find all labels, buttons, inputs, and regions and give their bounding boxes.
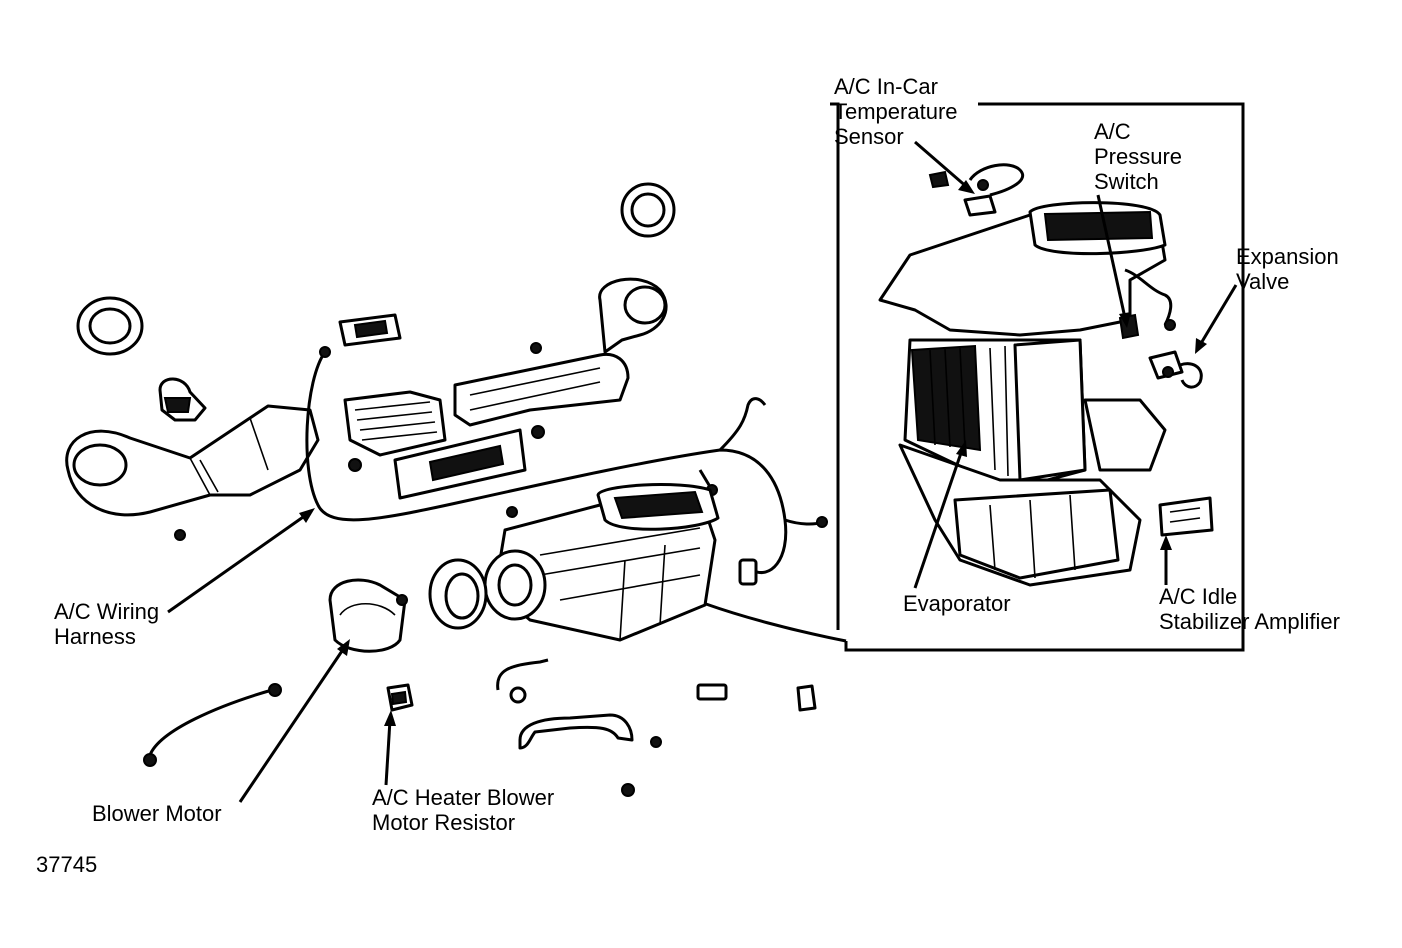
screws [174, 342, 662, 797]
small-hose [496, 658, 549, 704]
label-line: Harness [54, 624, 136, 649]
label-line: Switch [1094, 169, 1159, 194]
leader-pressure-switch [1096, 194, 1131, 328]
label-line: A/C Idle [1159, 584, 1238, 609]
label-line: Evaporator [903, 591, 1011, 616]
label-line: Valve [1236, 269, 1290, 294]
left-clip [158, 377, 207, 422]
control-module [343, 390, 447, 457]
label-line: A/C In-Car [834, 74, 938, 99]
small-sensor-plate [338, 313, 402, 347]
blower-resistor-part [386, 683, 414, 712]
label-wiring-harness: A/C Wiring Harness [54, 599, 159, 649]
label-blower-motor: Blower Motor [92, 801, 222, 826]
leader-expansion-valve [1195, 284, 1238, 354]
mounting-bracket [518, 713, 634, 750]
small-sensor [796, 684, 817, 712]
leader-idle-amplifier [1160, 535, 1172, 585]
in-car-sensor-part [928, 163, 1024, 217]
label-line: Stabilizer Amplifier [1159, 609, 1340, 634]
blower-ring [428, 558, 488, 630]
expansion-valve-part [1148, 350, 1203, 389]
label-line: A/C Heater Blower [372, 785, 555, 810]
label-in-car-temperature-sensor: A/C In-Car Temperature Sensor [834, 74, 958, 149]
idle-amplifier-part [1158, 496, 1214, 537]
vent-grille [393, 428, 527, 500]
label-blower-motor-resistor: A/C Heater Blower Motor Resistor [372, 785, 554, 835]
label-line: Sensor [834, 124, 904, 149]
label-line: A/C Wiring [54, 599, 160, 624]
leader-evaporator [913, 440, 967, 589]
left-outlet-ring [76, 296, 144, 356]
evaporator-case [878, 201, 1167, 587]
small-connector [696, 683, 728, 701]
leader-in-car-sensor [914, 140, 975, 194]
label-line: A/C [1094, 119, 1131, 144]
wiring-harness [305, 346, 828, 586]
upper-duct [453, 277, 668, 427]
leader-blower-motor [238, 639, 350, 803]
label-pressure-switch: A/C Pressure Switch [1094, 119, 1182, 194]
label-line: Motor Resistor [372, 810, 516, 835]
detail-inset-frame [705, 102, 1245, 652]
figure-number: 37745 [36, 852, 98, 877]
blower-motor-lead [143, 683, 282, 767]
label-line: Expansion [1236, 244, 1339, 269]
label-line: Pressure [1094, 144, 1183, 169]
leader-blower-resistor [384, 710, 396, 786]
center-outlet-ring [620, 182, 676, 238]
leader-wiring-harness [167, 508, 315, 614]
label-line: Blower Motor [92, 801, 222, 826]
left-air-duct [65, 404, 320, 517]
label-line: Temperature [834, 99, 958, 124]
heater-case [483, 483, 720, 642]
blower-motor-part [328, 578, 408, 653]
label-idle-stabilizer-amplifier: A/C Idle Stabilizer Amplifier [1159, 584, 1340, 634]
label-expansion-valve: Expansion Valve [1236, 244, 1339, 294]
label-evaporator: Evaporator [903, 591, 1011, 616]
